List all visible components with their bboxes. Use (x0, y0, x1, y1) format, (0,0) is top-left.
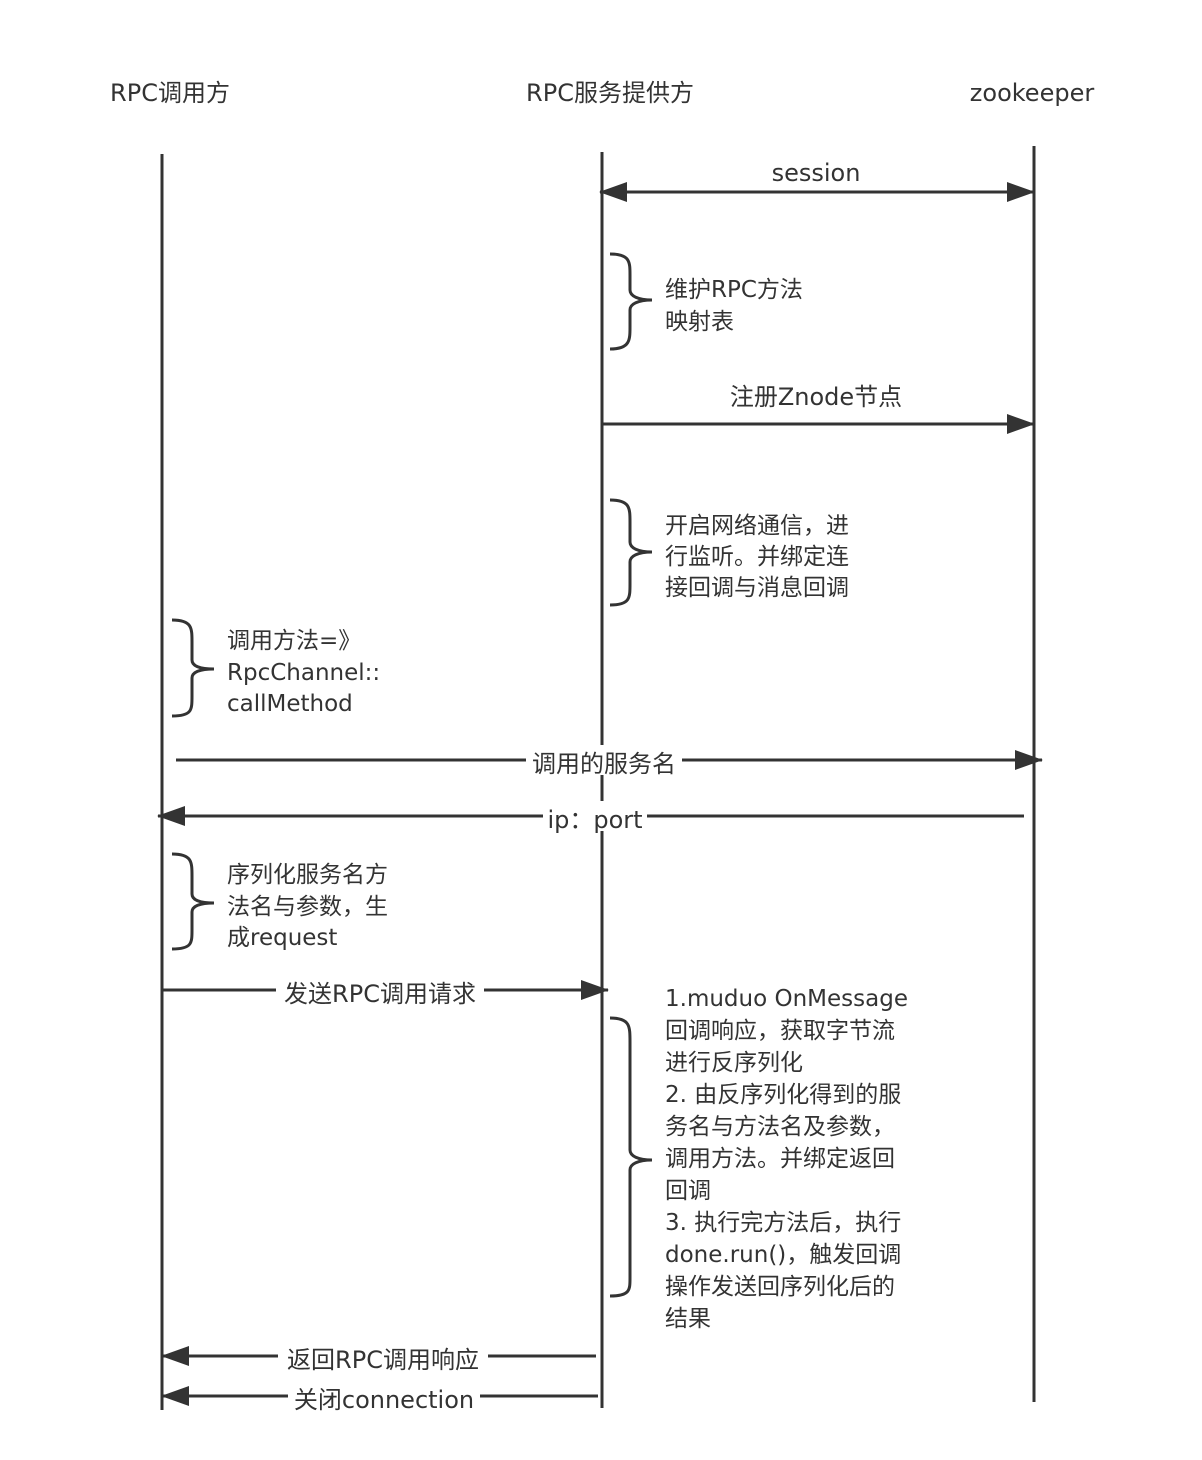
handle-request-note: 1.muduo OnMessage 回调响应，获取字节流 进行反序列化 2. 由… (665, 986, 915, 1332)
maintain-map-note-line: 映射表 (665, 309, 734, 335)
start-network-note-line: 行监听。并绑定连 (665, 544, 849, 570)
handle-request-note-line: 回调响应，获取字节流 (665, 1018, 895, 1044)
send-request-label: 发送RPC调用请求 (284, 980, 476, 1008)
service-name-label: 调用的服务名 (532, 750, 676, 778)
call-method-note-line: RpcChannel:: (227, 660, 380, 686)
participant-zookeeper-label: zookeeper (970, 79, 1095, 107)
participant-provider-label: RPC服务提供方 (526, 79, 694, 107)
session-label: session (772, 159, 861, 187)
close-connection-label: 关闭connection (294, 1386, 474, 1414)
handle-request-note-line: 调用方法。并绑定返回 (665, 1146, 895, 1172)
handle-request-note-line: 2. 由反序列化得到的服 (665, 1082, 901, 1108)
serialize-note-line: 成request (227, 925, 337, 951)
call-method-note: 调用方法=》 RpcChannel:: callMethod (227, 628, 387, 717)
handle-request-note-line: 操作发送回序列化后的 (665, 1274, 895, 1300)
call-method-note-line: 调用方法=》 (227, 628, 361, 654)
maintain-map-note: 维护RPC方法 映射表 (665, 277, 810, 335)
start-network-note: 开启网络通信，进 行监听。并绑定连 接回调与消息回调 (665, 513, 856, 601)
handle-request-brace (609, 1016, 653, 1298)
handle-request-note-line: 1.muduo OnMessage (665, 986, 908, 1012)
call-method-brace (171, 618, 215, 718)
return-response-label: 返回RPC调用响应 (287, 1346, 479, 1374)
return-response-label-bg (278, 1341, 488, 1371)
handle-request-note-line: 回调 (665, 1178, 711, 1204)
serialize-note-line: 序列化服务名方 (227, 862, 388, 888)
serialize-note: 序列化服务名方 法名与参数，生 成request (227, 862, 395, 951)
handle-request-note-line: 进行反序列化 (665, 1050, 803, 1076)
call-method-note-line: callMethod (227, 691, 353, 717)
serialize-brace (171, 852, 215, 951)
start-network-brace (609, 498, 653, 607)
handle-request-note-line: 务名与方法名及参数， (665, 1114, 895, 1140)
send-request-label-bg (276, 975, 484, 1005)
maintain-map-brace (609, 252, 653, 351)
start-network-note-line: 接回调与消息回调 (665, 575, 849, 601)
ip-port-label: ip：port (547, 806, 642, 834)
maintain-map-note-line: 维护RPC方法 (665, 277, 803, 303)
start-network-note-line: 开启网络通信，进 (665, 513, 849, 539)
handle-request-note-line: done.run()，触发回调 (665, 1242, 901, 1268)
handle-request-note-line: 3. 执行完方法后，执行 (665, 1210, 901, 1236)
close-connection-label-bg (288, 1381, 480, 1411)
register-znode-label: 注册Znode节点 (730, 383, 902, 411)
participant-caller-label: RPC调用方 (110, 79, 230, 107)
service-name-label-bg (526, 745, 682, 775)
ip-port-label-bg (543, 801, 647, 831)
handle-request-note-line: 结果 (665, 1306, 711, 1332)
serialize-note-line: 法名与参数，生 (227, 894, 388, 920)
